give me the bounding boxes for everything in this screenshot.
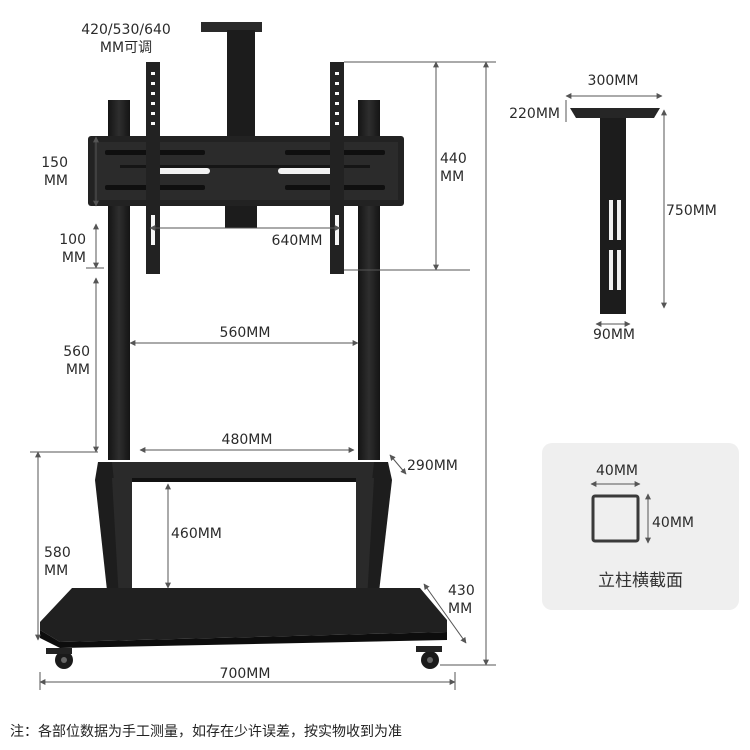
base-depth-unit: MM [448,601,473,617]
shelf-width-label: 480MM [221,432,273,448]
vertical-gap-unit: MM [61,250,86,266]
top-camera-mount [201,22,262,32]
camera-bracket [570,108,660,314]
mount-width-label: 640MM [271,233,323,249]
caster-wheels [46,646,442,669]
vesa-adjustable-label: MM可调 [99,40,153,56]
bracket-height-number: 150 [41,155,68,171]
vesa-options-label: 420/530/640 [81,22,171,38]
base-legs [95,462,392,618]
cross-section-height-label: 40MM [652,515,694,531]
vesa-arms [146,62,344,274]
bracket-bottom-width-label: 90MM [593,327,635,343]
cross-section-drawing [590,481,651,544]
base-plate [40,588,447,648]
arm-length-unit: MM [440,169,465,185]
footnote: 注：各部位数据为手工测量，如存在少许误差，按实物收到为准 [10,724,402,740]
shelf-depth-label: 290MM [407,458,458,474]
bracket-height-label: 750MM [666,203,717,219]
shelf [98,462,388,482]
camera-bracket-dimensions [565,93,667,327]
dimension-lines [30,61,496,690]
mounting-plate [88,136,404,206]
arm-length-number: 440 [440,151,467,167]
base-width-label: 700MM [219,666,271,682]
shelf-height-label: 460MM [171,526,222,542]
base-height-unit: MM [44,563,69,579]
column-spacing-label: 560MM [219,325,271,341]
base-height-number: 580 [44,545,71,561]
column-section-number: 560 [63,344,90,360]
bracket-height-unit: MM [43,173,68,189]
bracket-top-width-label: 300MM [587,73,639,89]
column-section-unit: MM [65,362,90,378]
bracket-top-thickness-label: 220MM [509,106,560,122]
vertical-gap-number: 100 [59,232,86,248]
cross-section-width-label: 40MM [596,463,638,479]
base-depth-number: 430 [448,583,475,599]
